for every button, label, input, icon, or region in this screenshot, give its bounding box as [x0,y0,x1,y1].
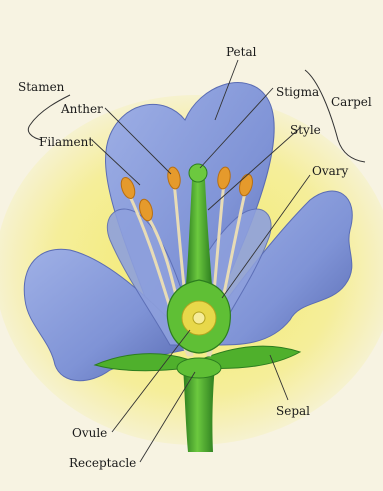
label-stamen: Stamen [18,80,65,94]
receptacle [177,358,221,378]
label-anther: Anther [60,102,103,116]
label-style: Style [290,123,321,137]
label-filament: Filament [39,135,93,149]
label-stigma: Stigma [276,85,319,99]
label-receptacle: Receptacle [69,456,136,470]
label-sepal: Sepal [276,404,310,418]
stigma [189,164,207,182]
label-petal: Petal [226,45,257,59]
label-ovary: Ovary [312,164,349,178]
label-carpel: Carpel [331,95,372,109]
label-ovule: Ovule [72,426,107,440]
ovule [193,312,205,324]
